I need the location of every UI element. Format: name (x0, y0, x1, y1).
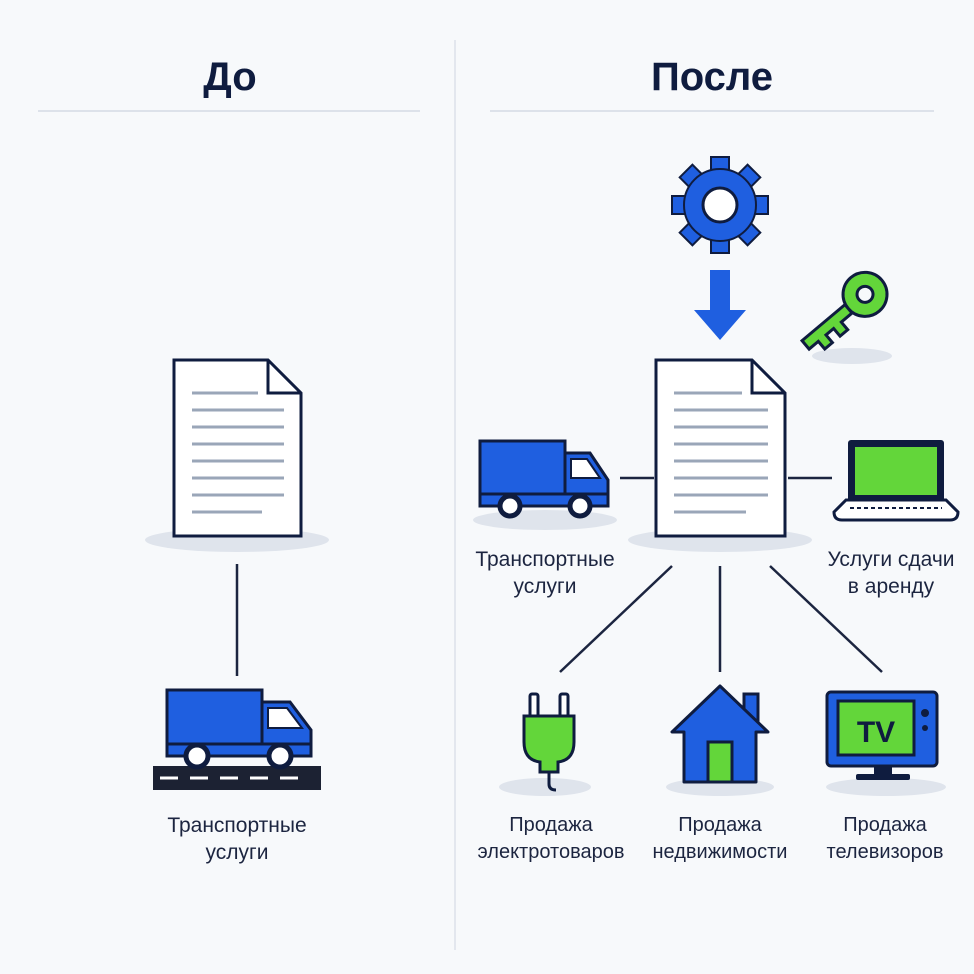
plug-shadow (499, 778, 591, 796)
gear-icon (671, 156, 769, 254)
caption-line: Услуги сдачи (827, 548, 955, 571)
house-icon (670, 684, 770, 784)
road-icon (153, 766, 321, 790)
arrow-down-icon (694, 270, 746, 340)
before-transport-caption: Транспортные услуги (137, 812, 337, 866)
after-connectors (559, 476, 883, 673)
before-title: До (203, 55, 257, 99)
truck-icon-after (478, 439, 610, 519)
caption-line: Транспортные (475, 548, 615, 571)
tv-icon: TV (825, 690, 939, 780)
after-rental-caption: Услуги сдачи в аренду (808, 546, 974, 600)
caption-line: телевизоров (826, 841, 944, 863)
document-icon (172, 358, 303, 538)
caption-line: Транспортные (167, 814, 307, 837)
tv-shadow (826, 778, 946, 796)
truck-icon (165, 688, 313, 770)
caption-line: Продажа (509, 814, 593, 836)
key-icon (799, 270, 889, 352)
after-title: После (650, 55, 774, 99)
caption-line: в аренду (847, 575, 935, 598)
laptop-icon (832, 440, 960, 522)
after-transport-caption: Транспортные услуги (455, 546, 635, 600)
plug-icon (522, 692, 576, 792)
column-divider (454, 40, 456, 950)
caption-line: электротоваров (477, 841, 625, 863)
center-document-icon (654, 358, 787, 538)
after-electronics-caption: Продажа электротоваров (466, 812, 636, 866)
tv-screen-label: TV (857, 716, 895, 749)
key-shadow (812, 348, 892, 364)
after-realty-caption: Продажа недвижимости (640, 812, 800, 866)
caption-line: услуги (513, 575, 577, 598)
after-tv-caption: Продажа телевизоров (810, 812, 960, 866)
caption-line: Продажа (843, 814, 927, 836)
after-title-rule (490, 110, 934, 112)
transport-shadow (473, 510, 617, 530)
caption-line: недвижимости (652, 841, 788, 863)
caption-line: Продажа (678, 814, 762, 836)
before-title-rule (38, 110, 420, 112)
caption-line: услуги (205, 841, 269, 864)
